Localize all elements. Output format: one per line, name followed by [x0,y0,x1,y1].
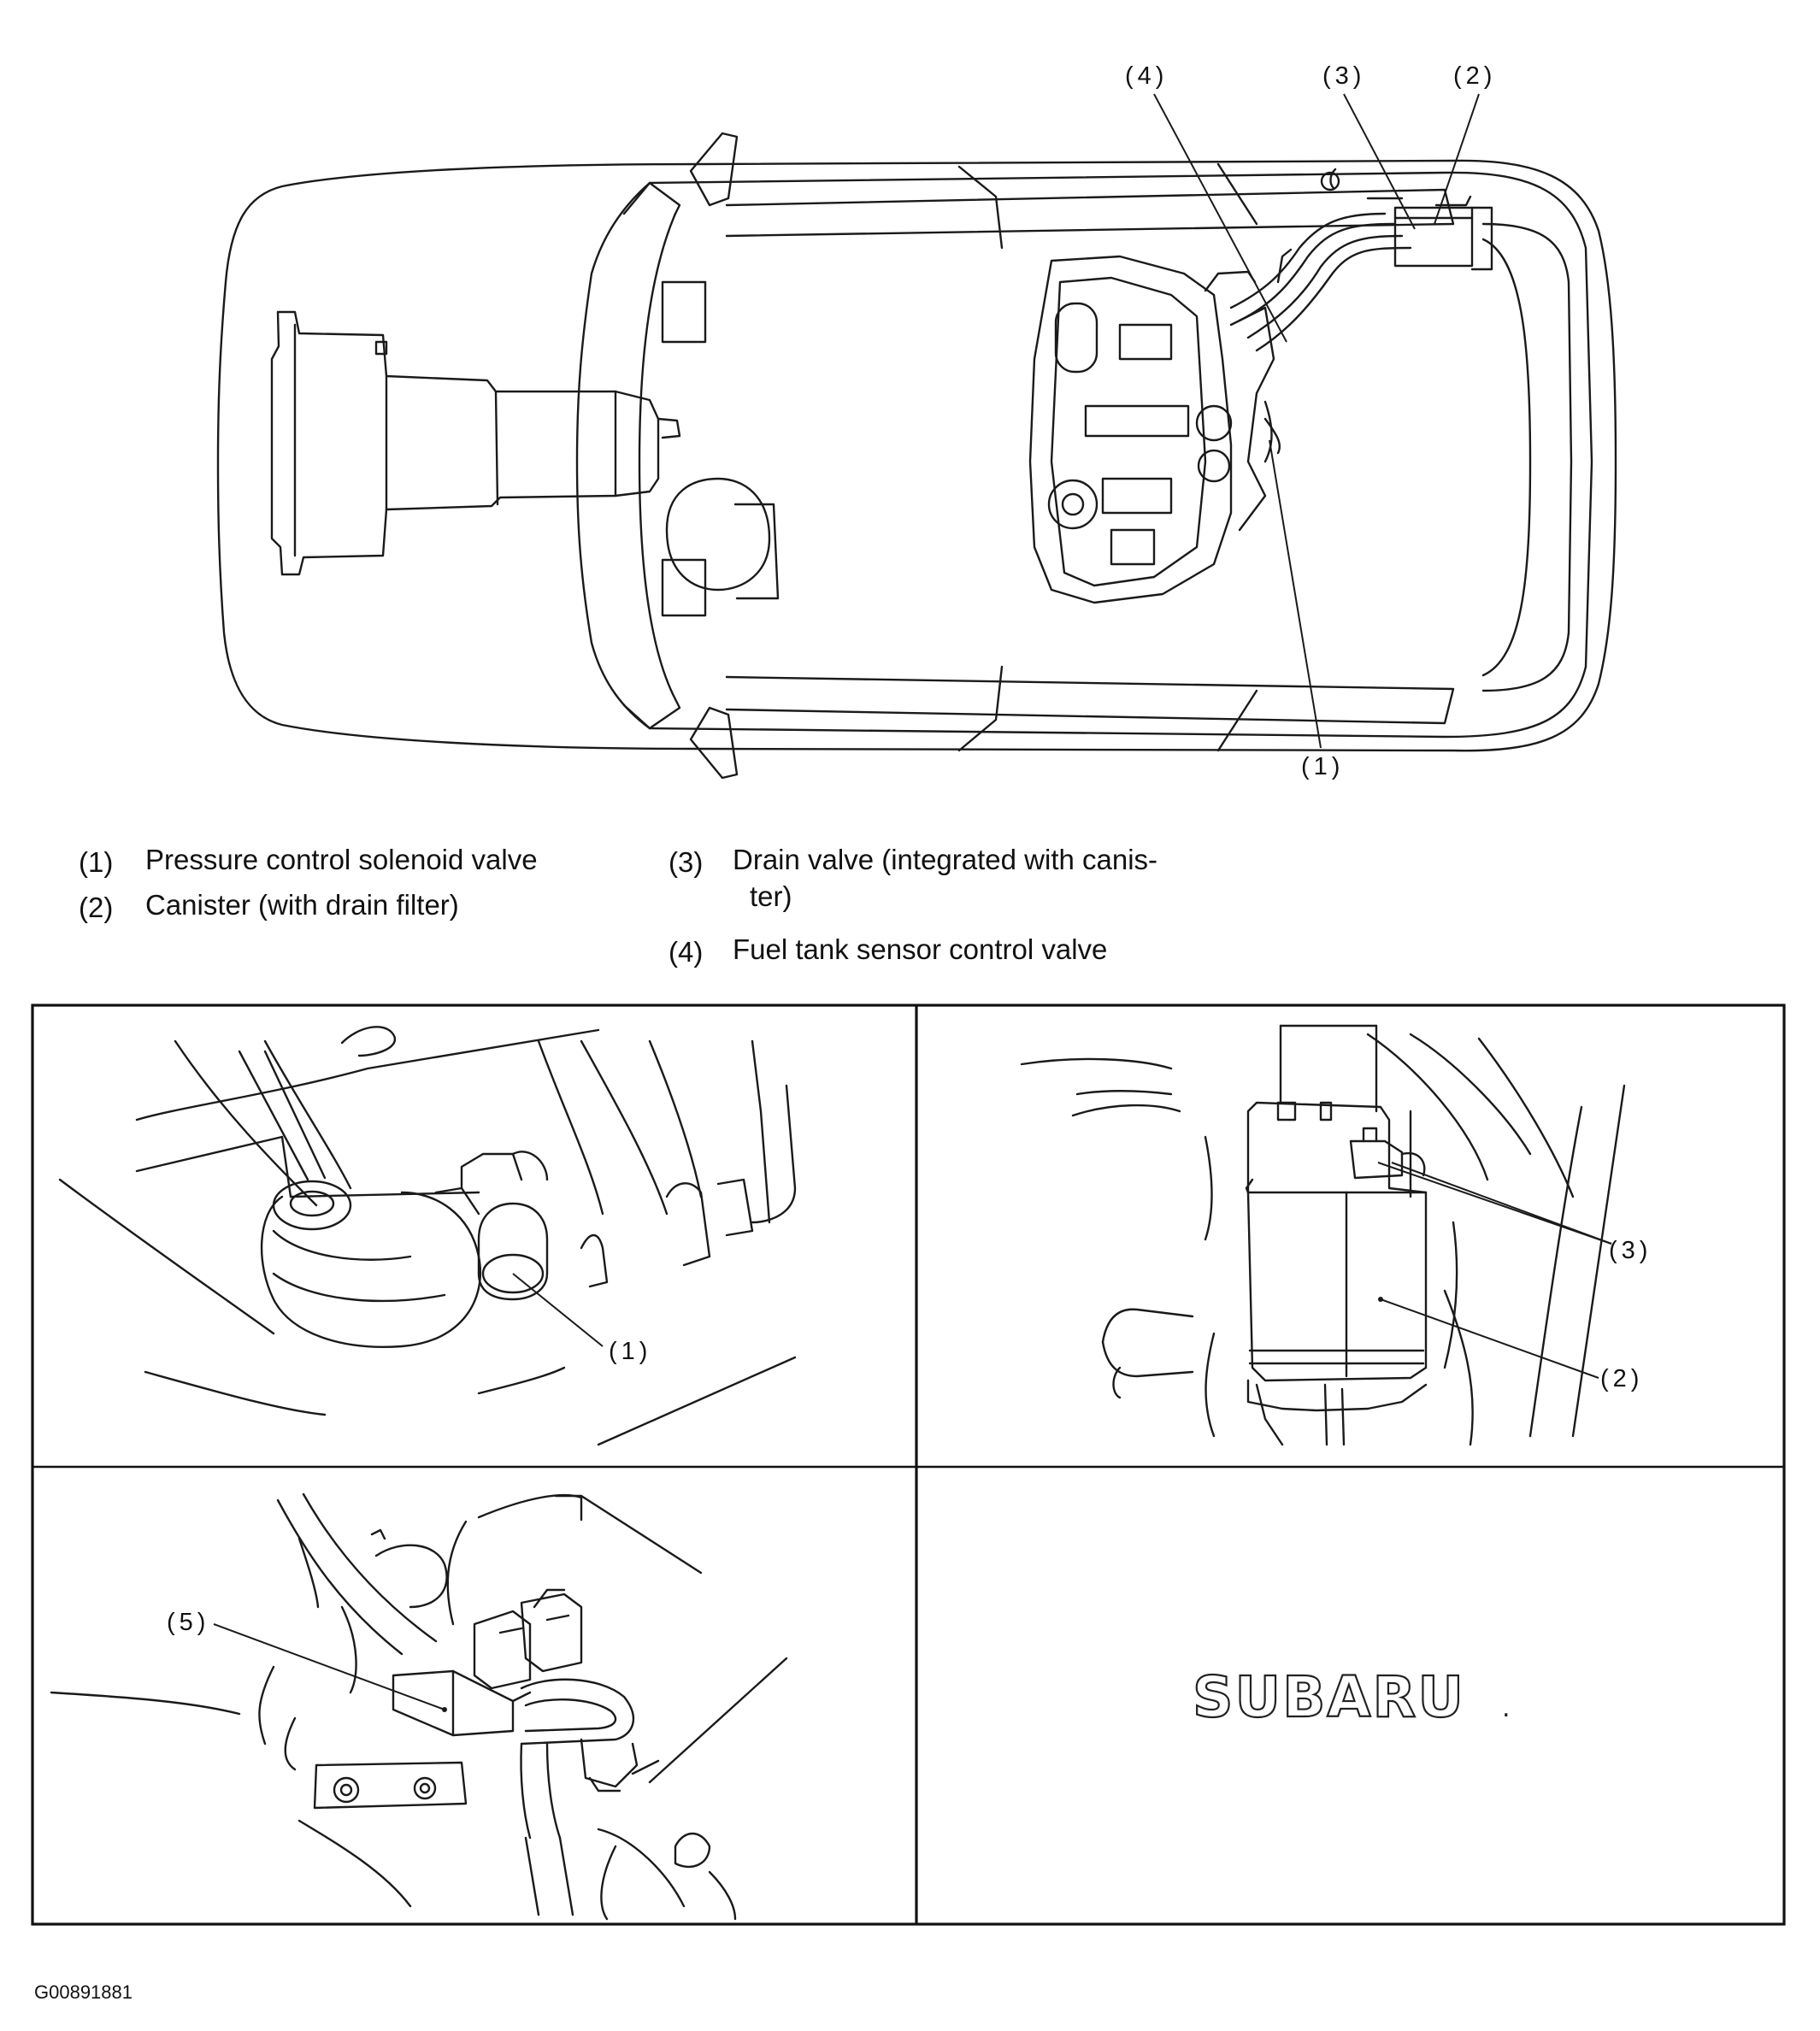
mirror-left [689,132,739,207]
canister-overview [1320,168,1493,271]
legend-text-2: Canister (with drain filter) [145,889,459,921]
vehicle-top-view [216,132,1617,780]
callout-3: (3) [1322,62,1365,90]
legend-text-3b: ter) [750,880,792,912]
solenoid-valve-body [477,1202,549,1301]
svg-text:.: . [1502,1693,1511,1723]
callout-panel-1: (1) [609,1338,651,1365]
boot-shape [260,1191,482,1348]
callout-4: (4) [1125,62,1168,90]
legend-num-4: (4) [669,936,704,968]
canister-body [1246,1101,1428,1382]
car-body-inner [648,171,1593,739]
fuel-tank-assembly [1028,212,1412,604]
callout-panel-2: (2) [1600,1365,1643,1392]
figure-id: G00891881 [34,1981,133,2003]
steering-area [665,477,771,592]
leader-1 [1269,439,1322,749]
legend-num-2: (2) [79,892,114,923]
detail-grid [31,1004,1786,1926]
legend-num-1: (1) [79,846,114,878]
connector-b [520,1592,583,1673]
panel-canister [1020,1024,1626,1446]
callout-2: (2) [1453,62,1496,90]
rear-window [1481,222,1573,692]
car-body-outline [216,159,1617,752]
callout-1: (1) [1301,753,1344,780]
panel-solenoid-callout: (1) [512,1273,651,1365]
dash-box-2 [661,558,707,617]
panel-component-5 [50,1492,788,1921]
legend-text-1: Pressure control solenoid valve [145,844,538,875]
overview-callouts: (4) (3) (2) (1) [1125,62,1496,780]
windshield-frame [575,181,651,730]
legend-text-3a: Drain valve (integrated with canis- [733,844,1158,875]
windshield-inner [638,212,677,701]
mirror-right [689,706,739,780]
dash-box-1 [661,280,707,344]
connector-a [473,1610,532,1690]
callout-panel-5: (5) [167,1609,209,1636]
engine-transmission [270,310,681,576]
leader-4 [1153,93,1287,343]
panel-canister-callouts: (3) (2) [1377,1162,1652,1392]
panel-component-5-callout: (5) [167,1609,447,1712]
leader-3 [1343,93,1416,230]
callout-panel-3: (3) [1609,1237,1652,1264]
legend-num-3: (3) [669,846,704,878]
panel-solenoid-valve [58,1026,797,1446]
leader-2 [1434,93,1480,225]
drain-valve [1349,1139,1404,1180]
subaru-logo: SUBARU . [1192,1663,1511,1731]
svg-text:SUBARU: SUBARU [1193,1664,1465,1730]
legend-text-4: Fuel tank sensor control valve [733,933,1108,965]
